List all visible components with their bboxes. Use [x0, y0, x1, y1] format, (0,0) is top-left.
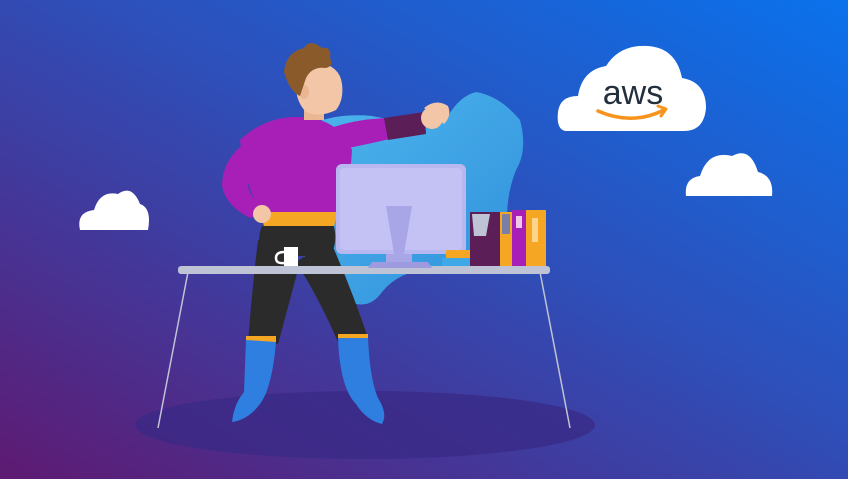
books-stack [442, 210, 546, 266]
coffee-mug [274, 247, 298, 266]
hero-left-arm [222, 142, 271, 223]
right-boot [338, 338, 385, 424]
desk-legs [157, 271, 571, 429]
left-boot [232, 340, 276, 422]
hero-torso [240, 116, 352, 256]
belt [260, 212, 338, 226]
aws-smile-icon [596, 108, 666, 120]
cloud-right [685, 153, 773, 196]
aws-logo: aws [596, 74, 668, 120]
computer-monitor [336, 164, 466, 268]
desk-top [178, 266, 550, 274]
hero-head [284, 43, 343, 120]
hero-right-arm [330, 102, 450, 150]
cloud-aws [557, 45, 706, 132]
aws-logo-text: aws [603, 74, 663, 112]
cloud-left [79, 190, 149, 230]
hair [284, 43, 332, 96]
